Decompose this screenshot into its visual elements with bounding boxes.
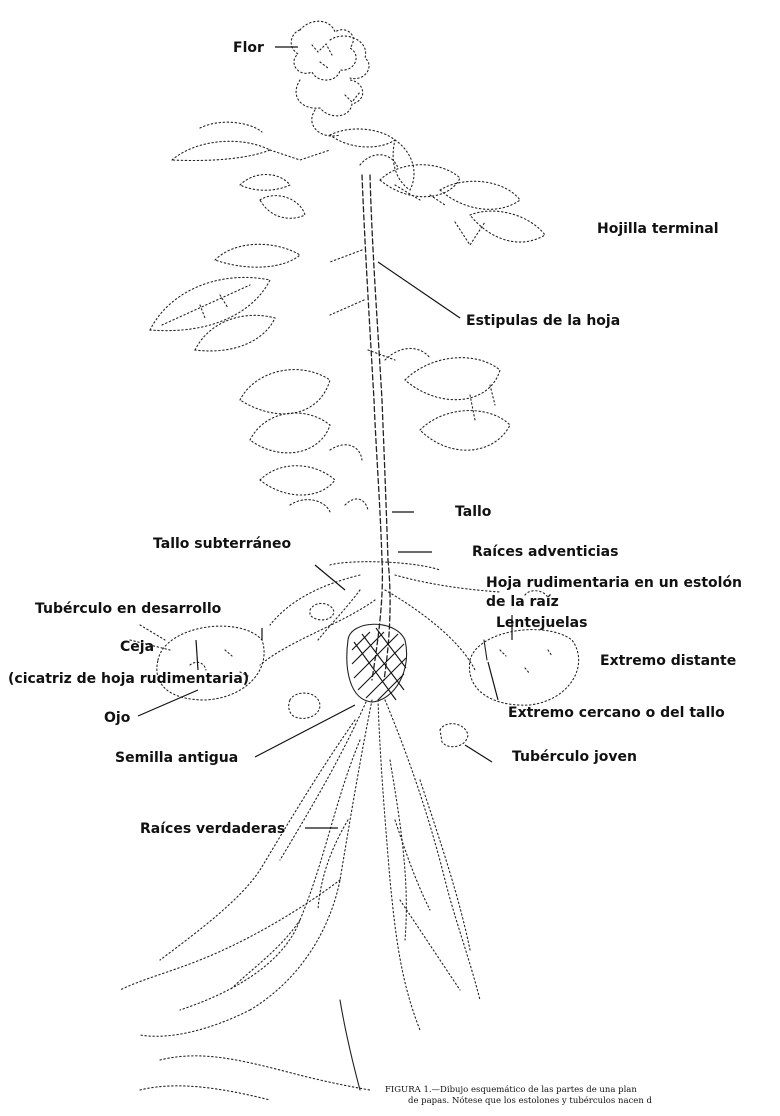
label-flor: Flor xyxy=(233,40,264,56)
label-raices-adventicias: Raíces adventicias xyxy=(472,544,618,560)
true-roots xyxy=(120,625,480,1100)
leader-tuberculo-joven xyxy=(465,745,492,762)
figure-caption: FIGURA 1.—Dibujo esquemático de las part… xyxy=(385,1084,653,1106)
leader-ojo xyxy=(138,690,198,716)
label-ceja: Ceja xyxy=(120,639,154,655)
label-extremo-cercano: Extremo cercano o del tallo xyxy=(508,705,725,721)
label-hoja-rudimentaria-2: de la raíz xyxy=(486,594,559,610)
leader-lines xyxy=(138,47,512,828)
right-upper-leaves xyxy=(360,155,545,245)
label-hoja-rudimentaria-1: Hoja rudimentaria en un estolón xyxy=(486,575,742,591)
label-raices-verdaderas: Raíces verdaderas xyxy=(140,821,285,837)
label-tuberculo-joven: Tubérculo joven xyxy=(512,749,637,765)
underground-part xyxy=(260,560,500,680)
leader-extremo-cercano xyxy=(488,662,498,700)
caption-line-2: de papas. Nótese que los estolones y tub… xyxy=(408,1095,653,1106)
plant-drawing xyxy=(120,21,579,1100)
label-tuberculo-desarrollo: Tubérculo en desarrollo xyxy=(35,601,222,617)
label-cicatriz: (cicatriz de hoja rudimentaria) xyxy=(8,671,249,687)
flower-cluster xyxy=(291,21,369,136)
left-tuber xyxy=(157,626,264,700)
label-extremo-distante: Extremo distante xyxy=(600,653,736,669)
caption-line-1: FIGURA 1.—Dibujo esquemático de las part… xyxy=(385,1084,637,1095)
label-tallo-subterraneo: Tallo subterráneo xyxy=(153,536,292,552)
leader-semilla-antigua xyxy=(255,705,355,757)
label-lentejuelas: Lentejuelas xyxy=(496,615,587,631)
label-estipulas: Estipulas de la hoja xyxy=(466,313,620,329)
labels: Flor Hojilla terminal Estipulas de la ho… xyxy=(8,40,742,837)
label-tallo: Tallo xyxy=(455,504,492,520)
label-semilla-antigua: Semilla antigua xyxy=(115,750,238,766)
main-stem xyxy=(330,175,395,560)
leader-estipulas xyxy=(378,262,460,318)
leader-tallo-subterraneo xyxy=(315,565,345,590)
leader-ceja xyxy=(196,640,198,670)
left-leaves xyxy=(150,196,305,351)
upper-leaves xyxy=(172,122,414,190)
label-ojo: Ojo xyxy=(104,710,131,726)
right-tuber xyxy=(469,630,578,706)
label-hojilla-terminal: Hojilla terminal xyxy=(597,221,719,237)
old-seed-tuber xyxy=(347,624,407,702)
